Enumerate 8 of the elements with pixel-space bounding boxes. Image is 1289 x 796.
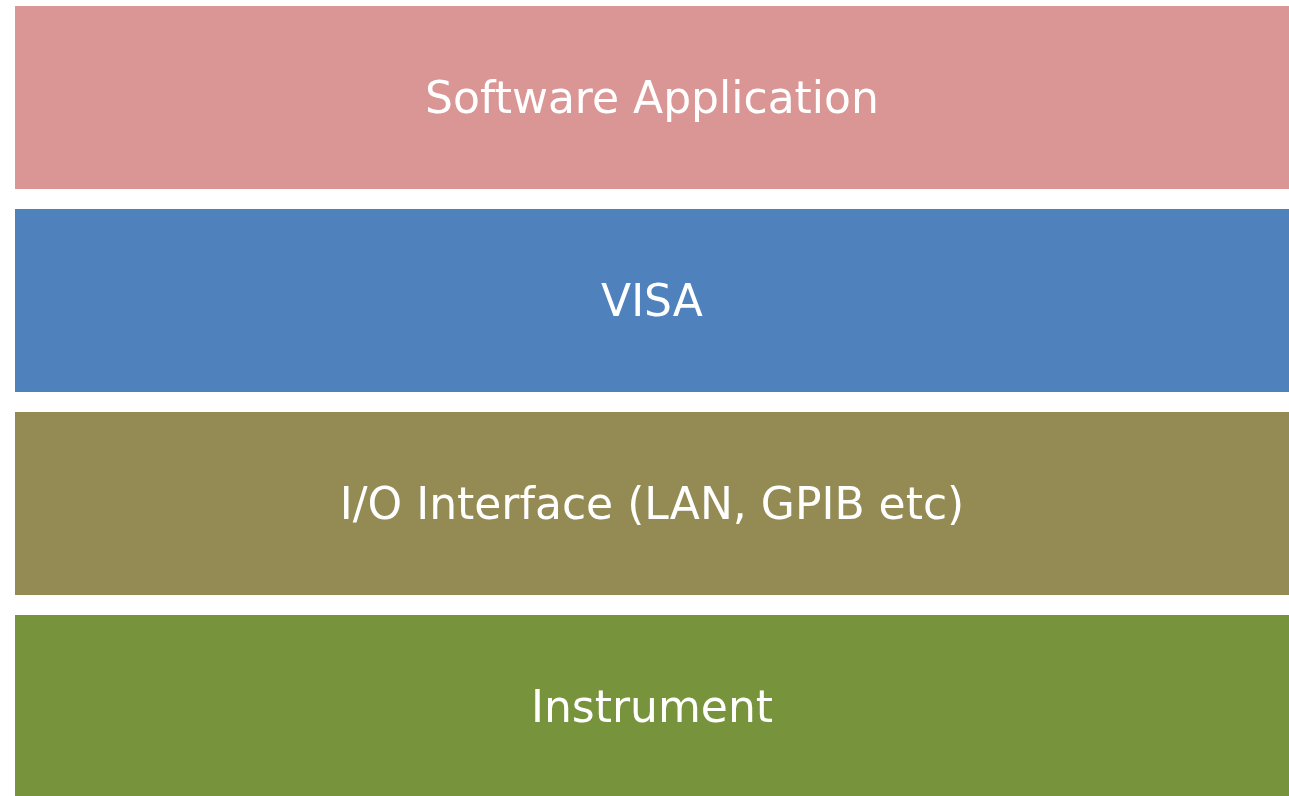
layer-label: I/O Interface (LAN, GPIB etc) [339, 478, 965, 529]
layer-label: Software Application [425, 72, 879, 123]
layer-label: Instrument [530, 681, 774, 732]
layer-band [15, 6, 1289, 189]
layer-band [15, 615, 1289, 796]
layer-band [15, 209, 1289, 392]
layer-band [15, 412, 1289, 595]
layer-label: VISA [601, 275, 703, 326]
